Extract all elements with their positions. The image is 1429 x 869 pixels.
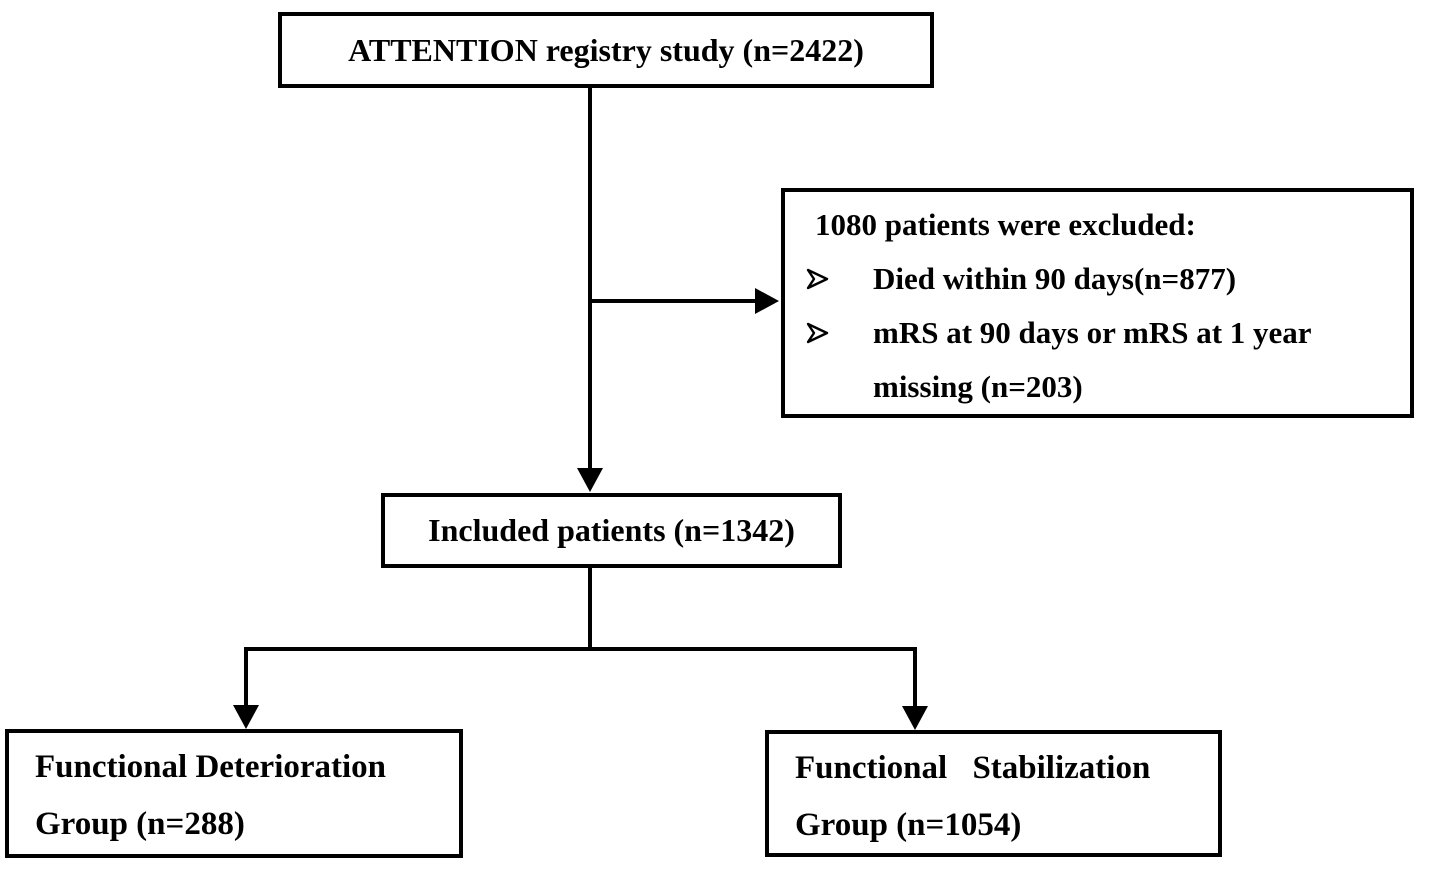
arrowhead-down-deterioration <box>233 705 259 729</box>
included-box: Included patients (n=1342) <box>381 493 842 568</box>
deterioration-label-line2: Group (n=288) <box>35 806 245 842</box>
registry-label: ATTENTION registry study (n=2422) <box>348 31 864 68</box>
stabilization-label-line2: Group (n=1054) <box>795 807 1022 843</box>
arrowhead-down-included <box>577 468 603 492</box>
right-arrowhead-bullet-icon <box>806 322 829 344</box>
arrowhead-down-stabilization <box>902 706 928 730</box>
excluded-item: Died within 90 days(n=877) <box>799 252 1402 306</box>
stabilization-label-line1: Functional Stabilization <box>795 750 1151 786</box>
excluded-item-label: Died within 90 days(n=877) <box>873 261 1237 296</box>
excluded-item-label: mRS at 90 days or mRS at 1 year missing … <box>873 315 1312 404</box>
right-arrowhead-bullet-icon <box>806 268 829 290</box>
stabilization-group-box: Functional Stabilization Group (n=1054) <box>765 730 1222 857</box>
excluded-title: 1080 patients were excluded: <box>815 207 1196 242</box>
arrowhead-right-excluded <box>755 288 779 314</box>
deterioration-group-box: Functional Deterioration Group (n=288) <box>5 729 463 858</box>
deterioration-label-line1: Functional Deterioration <box>35 749 387 785</box>
excluded-item: mRS at 90 days or mRS at 1 year missing … <box>799 306 1402 414</box>
registry-box: ATTENTION registry study (n=2422) <box>278 12 934 88</box>
included-label: Included patients (n=1342) <box>428 512 795 548</box>
excluded-box: 1080 patients were excluded: Died within… <box>781 188 1414 418</box>
